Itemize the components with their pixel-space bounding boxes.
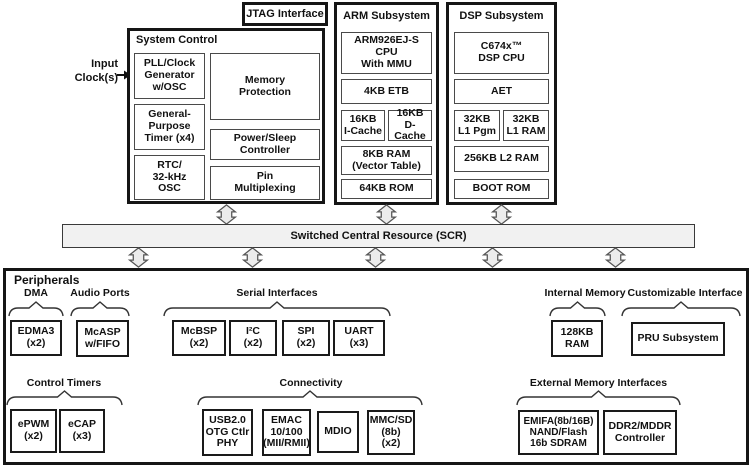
- jtag-interface-block: JTAG Interface: [242, 2, 328, 26]
- group-label-serial-interfaces: Serial Interfaces: [236, 287, 318, 299]
- group-label-customizable-interface: Customizable Interface: [627, 287, 743, 299]
- group-label-external-memory: External Memory Interfaces: [529, 377, 668, 389]
- group-brace-icon: [197, 390, 423, 406]
- edma3-box: EDMA3 (x2): [10, 320, 62, 356]
- bidirectional-arrow-icon: [604, 247, 627, 268]
- system-control-title: System Control: [136, 34, 218, 46]
- dsp-l1ram-box: 32KB L1 RAM: [503, 110, 549, 141]
- bidirectional-arrow-icon: [490, 204, 513, 225]
- group-label-dma: DMA: [24, 287, 48, 299]
- peripherals-block: Peripherals DMA Audio Ports Serial Inter…: [3, 268, 749, 465]
- peripherals-title: Peripherals: [14, 273, 80, 287]
- dsp-cpu-box: C674x™ DSP CPU: [454, 32, 549, 74]
- emac-box: EMAC 10/100 (MII/RMII): [262, 409, 311, 456]
- i2c-box: I²C (x2): [229, 320, 277, 356]
- group-brace-icon: [516, 390, 681, 406]
- arm-etb-box: 4KB ETB: [341, 79, 432, 104]
- usb-otg-box: USB2.0 OTG Ctlr PHY: [202, 409, 253, 456]
- arm-cpu-box: ARM926EJ-S CPU With MMU: [341, 32, 432, 74]
- pru-subsystem-box: PRU Subsystem: [631, 322, 725, 356]
- group-label-control-timers: Control Timers: [26, 377, 102, 389]
- mcasp-box: McASP w/FIFO: [76, 320, 129, 357]
- arm-icache-box: 16KB I-Cache: [341, 110, 385, 141]
- bidirectional-arrow-icon: [215, 204, 238, 225]
- group-label-internal-memory: Internal Memory: [544, 287, 626, 299]
- bidirectional-arrow-icon: [375, 204, 398, 225]
- system-control-block: System Control PLL/Clock Generator w/OSC…: [127, 28, 325, 204]
- arm-vector-ram-box: 8KB RAM (Vector Table): [341, 146, 432, 175]
- dsp-bootrom-box: BOOT ROM: [454, 179, 549, 199]
- dsp-l2ram-box: 256KB L2 RAM: [454, 146, 549, 172]
- input-clock-label: Input Clock(s): [74, 58, 118, 84]
- emifa-box: EMIFA(8b/16B) NAND/Flash 16b SDRAM: [518, 410, 599, 455]
- ecap-box: eCAP (x3): [59, 409, 105, 453]
- epwm-box: ePWM (x2): [10, 409, 57, 453]
- group-brace-icon: [549, 301, 606, 317]
- spi-box: SPI (x2): [282, 320, 330, 356]
- uart-box: UART (x3): [333, 320, 385, 356]
- general-purpose-timer-box: General- Purpose Timer (x4): [134, 104, 205, 150]
- bidirectional-arrow-icon: [241, 247, 264, 268]
- bidirectional-arrow-icon: [364, 247, 387, 268]
- group-brace-icon: [6, 390, 123, 406]
- mmcsd-box: MMC/SD (8b) (x2): [367, 410, 415, 455]
- group-brace-icon: [70, 301, 130, 317]
- bidirectional-arrow-icon: [127, 247, 150, 268]
- switched-central-resource-bar: Switched Central Resource (SCR): [62, 224, 695, 248]
- mdio-box: MDIO: [317, 411, 359, 453]
- arm-dcache-box: 16KB D-Cache: [388, 107, 432, 142]
- group-brace-icon: [8, 301, 64, 317]
- arm-rom-box: 64KB ROM: [341, 179, 432, 199]
- arm-subsystem-title: ARM Subsystem: [343, 10, 430, 22]
- rtc-osc-box: RTC/ 32-kHz OSC: [134, 155, 205, 200]
- bidirectional-arrow-icon: [481, 247, 504, 268]
- group-label-connectivity: Connectivity: [279, 377, 343, 389]
- group-brace-icon: [621, 301, 741, 317]
- memory-protection-box: Memory Protection: [210, 53, 320, 120]
- power-sleep-controller-box: Power/Sleep Controller: [210, 129, 320, 160]
- ram128kb-box: 128KB RAM: [551, 320, 603, 357]
- dsp-l1pgm-box: 32KB L1 Pgm: [454, 110, 500, 141]
- group-brace-icon: [163, 301, 391, 317]
- dsp-aet-box: AET: [454, 79, 549, 104]
- dsp-subsystem-title: DSP Subsystem: [459, 10, 544, 22]
- group-label-audio-ports: Audio Ports: [70, 287, 130, 299]
- dsp-subsystem-block: DSP Subsystem C674x™ DSP CPU AET 32KB L1…: [446, 2, 557, 205]
- mcbsp-box: McBSP (x2): [172, 320, 226, 356]
- pin-multiplexing-box: Pin Multiplexing: [210, 166, 320, 200]
- arm-subsystem-block: ARM Subsystem ARM926EJ-S CPU With MMU 4K…: [334, 2, 439, 205]
- ddr2-controller-box: DDR2/MDDR Controller: [603, 410, 677, 455]
- pll-clock-generator-box: PLL/Clock Generator w/OSC: [134, 53, 205, 99]
